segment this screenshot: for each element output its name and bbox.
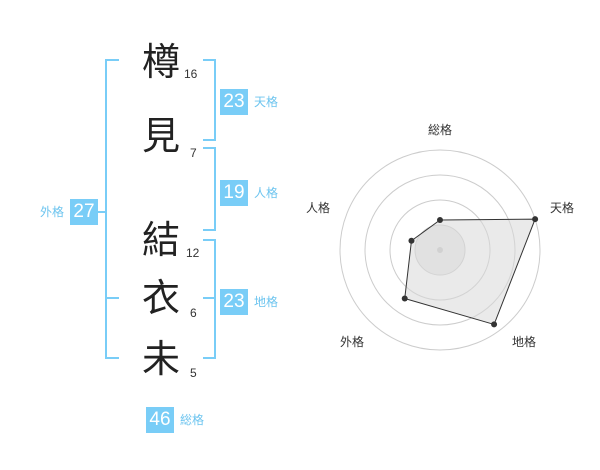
stroke-count-5: 5	[190, 366, 197, 380]
stroke-count-4: 6	[190, 306, 197, 320]
radar-point-5	[408, 237, 415, 244]
soukaku-value: 46	[146, 407, 174, 433]
radar-axis-label-1: 総格	[428, 122, 452, 137]
jinkaku-value: 19	[220, 180, 248, 206]
radar-point-3	[491, 321, 498, 328]
radar-point-4	[401, 295, 408, 302]
radar-polygon	[404, 218, 536, 326]
name-char-2: 見	[141, 114, 180, 158]
radar-point-1	[437, 217, 443, 223]
radar-axis-label-3: 地格	[512, 334, 536, 349]
name-char-1: 樽	[141, 40, 180, 84]
gaikaku-value: 27	[70, 199, 98, 225]
soukaku-label: 総格	[180, 413, 205, 427]
name-char-5: 未	[141, 337, 180, 381]
gaikaku-bracket	[105, 59, 119, 359]
radar-axis-label-5: 人格	[306, 200, 330, 215]
jinkaku-label: 人格	[254, 186, 279, 200]
jinkaku-bracket	[203, 147, 216, 231]
name-char-4: 衣	[141, 276, 180, 320]
gaikaku-label: 外格	[40, 205, 65, 219]
chikaku-value: 23	[220, 289, 248, 315]
tenkaku-value: 23	[220, 89, 248, 115]
tenkaku-bracket	[203, 59, 216, 141]
radar-axis-label-4: 外格	[340, 334, 364, 349]
radar-axis-label-2: 天格	[550, 200, 574, 215]
name-char-3: 結	[141, 218, 180, 262]
chikaku-label: 地格	[254, 295, 279, 309]
tenkaku-label: 天格	[254, 95, 279, 109]
stroke-count-2: 7	[190, 146, 197, 160]
stroke-count-1: 16	[184, 67, 198, 81]
stroke-count-3: 12	[186, 246, 200, 260]
radar-point-2	[532, 216, 539, 223]
